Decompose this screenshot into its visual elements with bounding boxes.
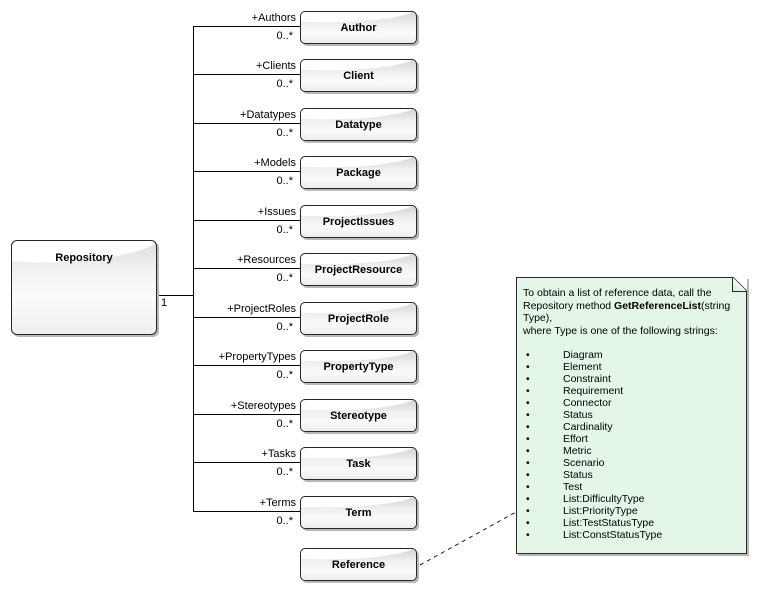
list-item: •Test xyxy=(523,481,741,493)
multiplicity-label-tasks: 0..* xyxy=(276,466,293,478)
class-box-projectresource[interactable]: ProjectResource xyxy=(300,253,417,286)
role-label-stereotypes: +Stereotypes xyxy=(230,400,296,412)
list-item: •List:DifficultyType xyxy=(523,493,741,505)
class-box-author[interactable]: Author xyxy=(300,11,417,44)
multiplicity-label-models: 0..* xyxy=(276,175,293,187)
class-name: Client xyxy=(343,69,374,82)
bullet-icon: • xyxy=(526,505,530,517)
class-name: ProjectRole xyxy=(327,312,390,325)
multiplicity-label-datatypes: 0..* xyxy=(276,127,293,139)
list-item: •Connector xyxy=(523,397,741,409)
role-label-tasks: +Tasks xyxy=(261,448,296,460)
class-box-datatype[interactable]: Datatype xyxy=(300,108,417,141)
role-label-projectroles: +ProjectRoles xyxy=(227,303,296,315)
note-method-name: GetReferenceList xyxy=(614,299,701,312)
class-box-propertytype[interactable]: PropertyType xyxy=(300,350,417,383)
class-box-package[interactable]: Package xyxy=(300,156,417,189)
class-name: Author xyxy=(340,21,377,34)
bullet-icon: • xyxy=(526,421,530,433)
list-item: •List:PriorityType xyxy=(523,505,741,517)
role-label-clients: +Clients xyxy=(255,60,296,72)
bullet-icon: • xyxy=(526,493,530,505)
multiplicity-label-stereotypes: 0..* xyxy=(276,418,293,430)
class-box-projectrole[interactable]: ProjectRole xyxy=(300,302,417,335)
list-item: •Metric xyxy=(523,445,741,457)
class-box-client[interactable]: Client xyxy=(300,59,417,92)
class-box-reference[interactable]: Reference xyxy=(300,548,417,581)
bullet-icon: • xyxy=(526,385,530,397)
class-name: Reference xyxy=(331,558,386,571)
list-item: •Scenario xyxy=(523,457,741,469)
multiplicity-label-authors: 0..* xyxy=(276,30,293,42)
list-item: •List:ConstStatusType xyxy=(523,529,741,541)
class-name: Package xyxy=(336,166,381,179)
note-intro-text: To obtain a list of reference data, call… xyxy=(523,287,712,312)
class-box-projectissues[interactable]: ProjectIssues xyxy=(300,205,417,238)
bullet-icon: • xyxy=(526,529,530,541)
role-label-issues: +Issues xyxy=(257,206,296,218)
list-item: •Status xyxy=(523,409,741,421)
list-item: •Requirement xyxy=(523,385,741,397)
list-item: •List:TestStatusType xyxy=(523,517,741,529)
bullet-icon: • xyxy=(526,445,530,457)
class-name: Stereotype xyxy=(330,409,387,422)
note-reference-data[interactable]: To obtain a list of reference data, call… xyxy=(516,277,747,554)
bullet-icon: • xyxy=(526,373,530,385)
list-item: •Element xyxy=(523,361,741,373)
role-label-models: +Models xyxy=(254,157,296,169)
multiplicity-label-projectroles: 0..* xyxy=(276,321,293,333)
list-item: •Constraint xyxy=(523,373,741,385)
class-name: ProjectIssues xyxy=(322,215,395,228)
bullet-icon: • xyxy=(526,397,530,409)
multiplicity-label-clients: 0..* xyxy=(276,78,293,90)
role-label-propertytypes: +PropertyTypes xyxy=(218,351,296,363)
class-name: Datatype xyxy=(335,118,382,131)
note-intro: To obtain a list of reference data, call… xyxy=(523,287,741,337)
bullet-icon: • xyxy=(526,349,530,361)
note-bullet-list: •Diagram •Element •Constraint •Requireme… xyxy=(523,349,741,541)
class-box-repository[interactable]: Repository xyxy=(11,240,157,335)
multiplicity-label-propertytypes: 0..* xyxy=(276,369,293,381)
note-intro-line2: where Type is one of the following strin… xyxy=(523,324,718,337)
class-name: PropertyType xyxy=(323,360,394,373)
role-label-resources: +Resources xyxy=(236,254,296,266)
multiplicity-label-resources: 0..* xyxy=(276,272,293,284)
class-box-task[interactable]: Task xyxy=(300,447,417,480)
list-item: •Diagram xyxy=(523,349,741,361)
multiplicity-label-issues: 0..* xyxy=(276,224,293,236)
class-name: ProjectResource xyxy=(314,263,403,276)
bullet-icon: • xyxy=(526,433,530,445)
role-label-datatypes: +Datatypes xyxy=(240,109,296,121)
bullet-icon: • xyxy=(526,457,530,469)
role-label-terms: +Terms xyxy=(259,497,296,509)
class-name: Repository xyxy=(55,252,113,264)
class-name: Term xyxy=(345,506,372,519)
list-item: •Effort xyxy=(523,433,741,445)
bullet-icon: • xyxy=(526,481,530,493)
list-item: •Cardinality xyxy=(523,421,741,433)
role-label-authors: +Authors xyxy=(251,12,296,24)
class-name: Task xyxy=(346,457,371,470)
bullet-icon: • xyxy=(526,409,530,421)
repository-multiplicity: 1 xyxy=(161,297,168,309)
class-box-term[interactable]: Term xyxy=(300,496,417,529)
note-fold-corner-icon xyxy=(732,277,747,292)
bullet-icon: • xyxy=(526,469,530,481)
bullet-icon: • xyxy=(526,517,530,529)
bullet-icon: • xyxy=(526,361,530,373)
note-dashed-connector xyxy=(419,511,517,566)
note-intro-text-after: (string Type), xyxy=(523,299,731,325)
list-item: •Status xyxy=(523,469,741,481)
class-box-stereotype[interactable]: Stereotype xyxy=(300,399,417,432)
multiplicity-label-terms: 0..* xyxy=(276,515,293,527)
